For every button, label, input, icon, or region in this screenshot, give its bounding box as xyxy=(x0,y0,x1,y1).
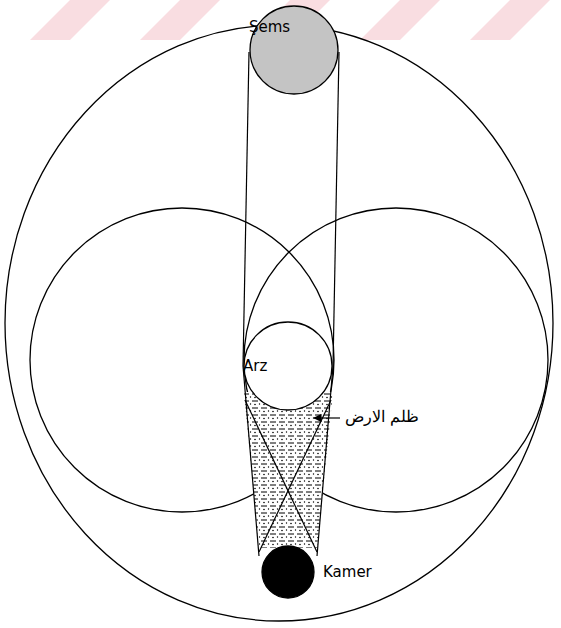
moon-circle: Kamer xyxy=(261,545,379,599)
node-outline xyxy=(261,545,315,599)
sun-circle: Şems xyxy=(249,5,339,95)
node-label: Kamer xyxy=(323,564,372,581)
leader-arrow xyxy=(314,417,340,418)
outer-orbit xyxy=(5,25,553,621)
node-label: Arz xyxy=(243,358,267,375)
shadow-cone xyxy=(259,400,331,552)
sun-ray xyxy=(243,52,249,366)
node-label: Şems xyxy=(249,19,290,36)
sun-ray xyxy=(333,52,339,366)
shadow-cone xyxy=(245,400,317,552)
earth-circle: Arz xyxy=(243,321,333,411)
shadow-label: ظلم الارض xyxy=(343,407,421,426)
